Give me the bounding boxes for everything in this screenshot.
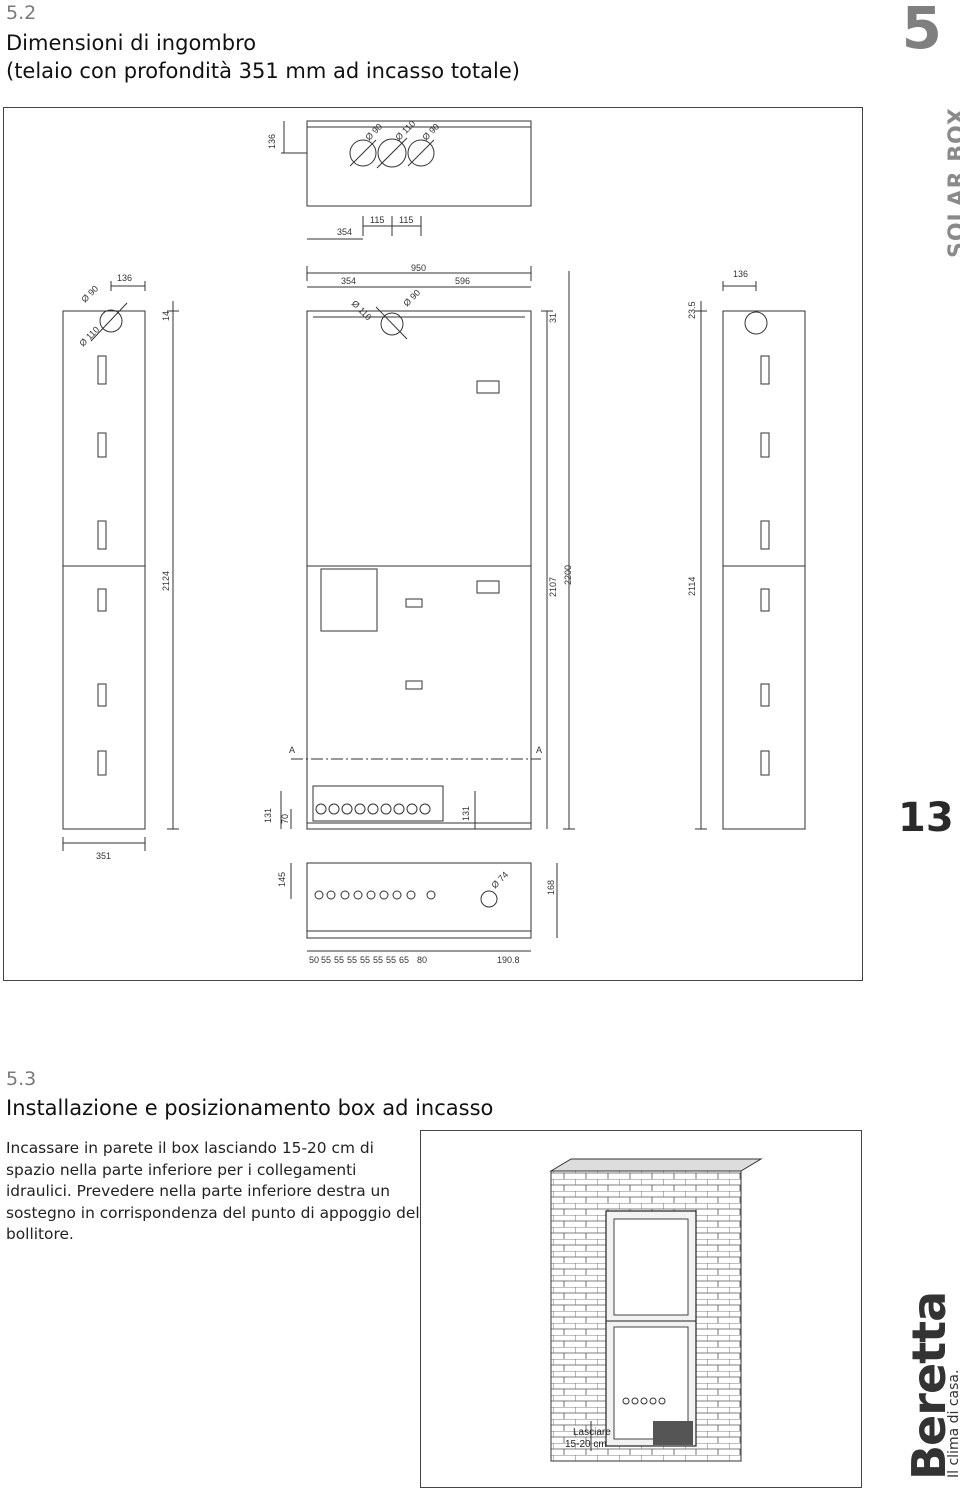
dim-left-2124: 2124 xyxy=(161,571,171,591)
dim-spacing-8: 65 xyxy=(399,955,409,965)
dim-spacing-6: 55 xyxy=(373,955,383,965)
front-hole-1 xyxy=(380,312,404,336)
top-hole-2 xyxy=(377,138,407,168)
dim-left-351: 351 xyxy=(96,851,111,861)
dim-front-596: 596 xyxy=(455,276,470,286)
dimension-drawing-svg: 136 354 115 115 Ø 90 Ø 110 Ø 90 950 354 … xyxy=(62,118,806,965)
installation-illustration-svg: Lasciare 15-20 cm xyxy=(549,1158,763,1462)
top-hole-3 xyxy=(407,139,435,167)
section-marker-right: A xyxy=(536,745,542,755)
dim-bottom-145: 145 xyxy=(277,872,287,887)
side-product-label: SOLAR BOX xyxy=(945,107,960,258)
dim-top-dia90b: Ø 90 xyxy=(420,122,441,143)
dim-left-14: 14 xyxy=(161,311,171,321)
dim-left-dia90: Ø 90 xyxy=(79,284,100,305)
bottom-view-outline xyxy=(306,862,532,939)
dim-front-31: 31 xyxy=(548,313,558,323)
dim-top-dia110: Ø 110 xyxy=(393,118,417,142)
dim-left-136: 136 xyxy=(117,273,132,283)
section-number: 5.2 xyxy=(6,2,37,24)
dim-front-354: 354 xyxy=(341,276,356,286)
support-block xyxy=(653,1421,693,1445)
dim-right-2114: 2114 xyxy=(687,577,697,596)
section-title-line2: (telaio con profondità 351 mm ad incasso… xyxy=(6,59,520,83)
dim-bottom-190-8: 190.8 xyxy=(497,955,520,965)
right-view-outline xyxy=(722,310,806,830)
dim-spacing-7: 55 xyxy=(386,955,396,965)
dim-top-115a: 115 xyxy=(370,215,384,225)
dim-front-dia110: Ø 110 xyxy=(350,298,374,322)
dim-spacing-1: 50 xyxy=(309,955,319,965)
left-view-outline xyxy=(62,310,146,830)
dim-bottom-168: 168 xyxy=(546,880,556,895)
dim-right-23-5: 23.5 xyxy=(687,301,697,319)
dim-spacing-3: 55 xyxy=(334,955,344,965)
dim-left-dia110: Ø 110 xyxy=(77,324,101,348)
installation-illustration: Lasciare 15-20 cm xyxy=(420,1130,862,1488)
dim-front-2200: 2200 xyxy=(563,565,573,585)
dim-spacing-5: 55 xyxy=(360,955,370,965)
dim-front-131a: 131 xyxy=(263,808,273,823)
chapter-number: 5 xyxy=(901,0,942,62)
dim-spacing-4: 55 xyxy=(347,955,357,965)
figure-label-line1: Lasciare xyxy=(573,1427,611,1438)
brand-tagline: Il clima di casa. xyxy=(946,1369,960,1478)
dim-front-131b: 131 xyxy=(461,806,471,821)
dim-front-2107: 2107 xyxy=(548,577,558,597)
bottom-hole-74 xyxy=(480,890,498,908)
section-number-2: 5.3 xyxy=(6,1068,37,1090)
top-hole-1 xyxy=(349,139,377,167)
dimension-drawing: 136 354 115 115 Ø 90 Ø 110 Ø 90 950 354 … xyxy=(3,107,863,981)
dim-front-dia90: Ø 90 xyxy=(401,288,422,309)
section-title-2: Installazione e posizionamento box ad in… xyxy=(6,1096,494,1120)
installation-paragraph: Incassare in parete il box lasciando 15-… xyxy=(6,1139,420,1244)
dim-front-70: 70 xyxy=(280,814,290,824)
dim-top-115b: 115 xyxy=(399,215,413,225)
top-view-outline xyxy=(306,120,532,207)
dim-top-136: 136 xyxy=(267,134,277,149)
section-title-line1: Dimensioni di ingombro xyxy=(6,31,257,55)
dim-right-136: 136 xyxy=(733,269,748,279)
figure-label-line2: 15-20 cm xyxy=(565,1439,607,1450)
dim-front-950: 950 xyxy=(411,263,426,273)
dim-top-dia90a: Ø 90 xyxy=(363,122,384,143)
section-marker-left: A xyxy=(289,745,295,755)
front-view-outline xyxy=(306,310,532,830)
dim-spacing-2: 55 xyxy=(321,955,331,965)
dim-bottom-dia74: Ø 74 xyxy=(489,870,510,891)
page-number: 13 xyxy=(898,795,954,841)
dim-spacing-9: 80 xyxy=(417,955,427,965)
dim-top-354: 354 xyxy=(337,227,352,237)
